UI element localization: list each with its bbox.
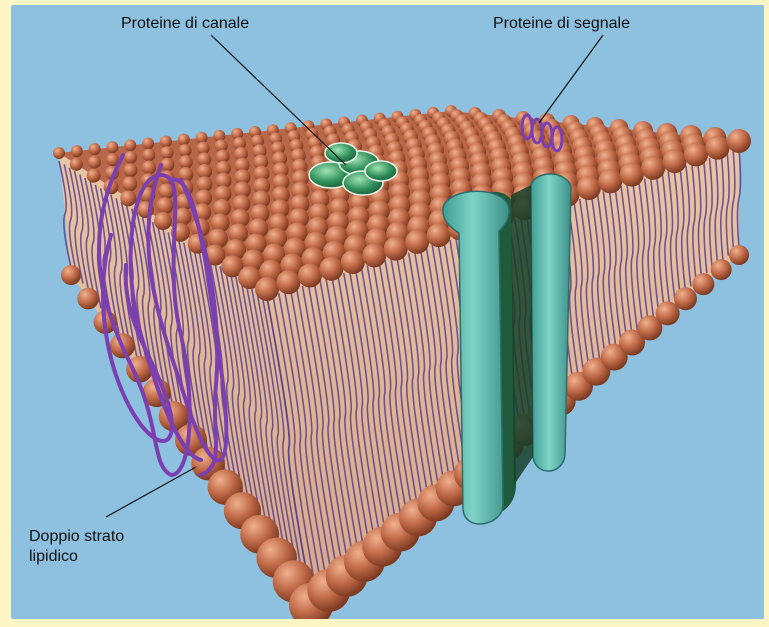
lipid-head xyxy=(362,243,386,267)
lipid-head xyxy=(70,158,83,171)
lipid-head xyxy=(341,250,365,274)
lipid-head xyxy=(255,277,279,301)
lipid-head xyxy=(88,156,101,169)
lipid-head xyxy=(106,141,118,153)
lipid-head xyxy=(620,163,644,187)
label-lipid-bilayer-line2: lipidico xyxy=(29,547,189,567)
lipid-head xyxy=(684,142,708,166)
lipid-head xyxy=(77,288,99,310)
lipid-head xyxy=(87,169,101,183)
label-lipid-bilayer: Doppio strato lipidico xyxy=(29,527,189,567)
lipid-head xyxy=(405,230,429,254)
lipid-head xyxy=(298,264,322,288)
lipid-head xyxy=(157,197,174,214)
lipid-head xyxy=(71,145,83,157)
lipid-head xyxy=(179,144,192,157)
membrane-illustration: Proteine di canale Proteine di segnale D… xyxy=(11,5,764,619)
lipid-head xyxy=(124,163,138,177)
lipid-head xyxy=(178,134,190,146)
lipid-head xyxy=(142,137,154,149)
transmembrane-protein xyxy=(443,174,571,524)
lipid-head xyxy=(142,161,156,175)
lipid-head xyxy=(53,147,65,159)
lipid-head xyxy=(598,169,622,193)
lipid-head xyxy=(674,287,697,310)
lipid-head xyxy=(729,245,749,265)
lipid-head xyxy=(706,136,730,160)
label-channel-proteins: Proteine di canale xyxy=(121,14,249,34)
lipid-head xyxy=(319,257,343,281)
lipid-head xyxy=(427,223,451,247)
label-lipid-bilayer-line1: Doppio strato xyxy=(29,527,189,547)
lipid-head xyxy=(692,273,714,295)
lipid-head xyxy=(124,151,137,164)
lipid-head xyxy=(663,149,687,173)
lipid-head xyxy=(276,270,300,294)
lipid-head xyxy=(727,129,751,153)
lipid-head xyxy=(711,259,732,280)
lipid-head xyxy=(154,212,172,230)
lipid-head xyxy=(160,136,172,148)
lipid-head xyxy=(122,176,137,191)
label-signal-proteins: Proteine di segnale xyxy=(493,14,630,34)
lipid-head xyxy=(384,237,408,261)
lipid-head xyxy=(179,155,193,169)
lipid-head xyxy=(641,156,665,180)
lipid-head xyxy=(89,143,101,155)
lipid-head xyxy=(577,176,601,200)
lipid-head xyxy=(142,149,155,162)
lipid-head xyxy=(61,265,81,285)
lipid-head xyxy=(120,190,136,206)
lipid-head xyxy=(124,139,136,151)
lipid-head xyxy=(160,146,173,159)
